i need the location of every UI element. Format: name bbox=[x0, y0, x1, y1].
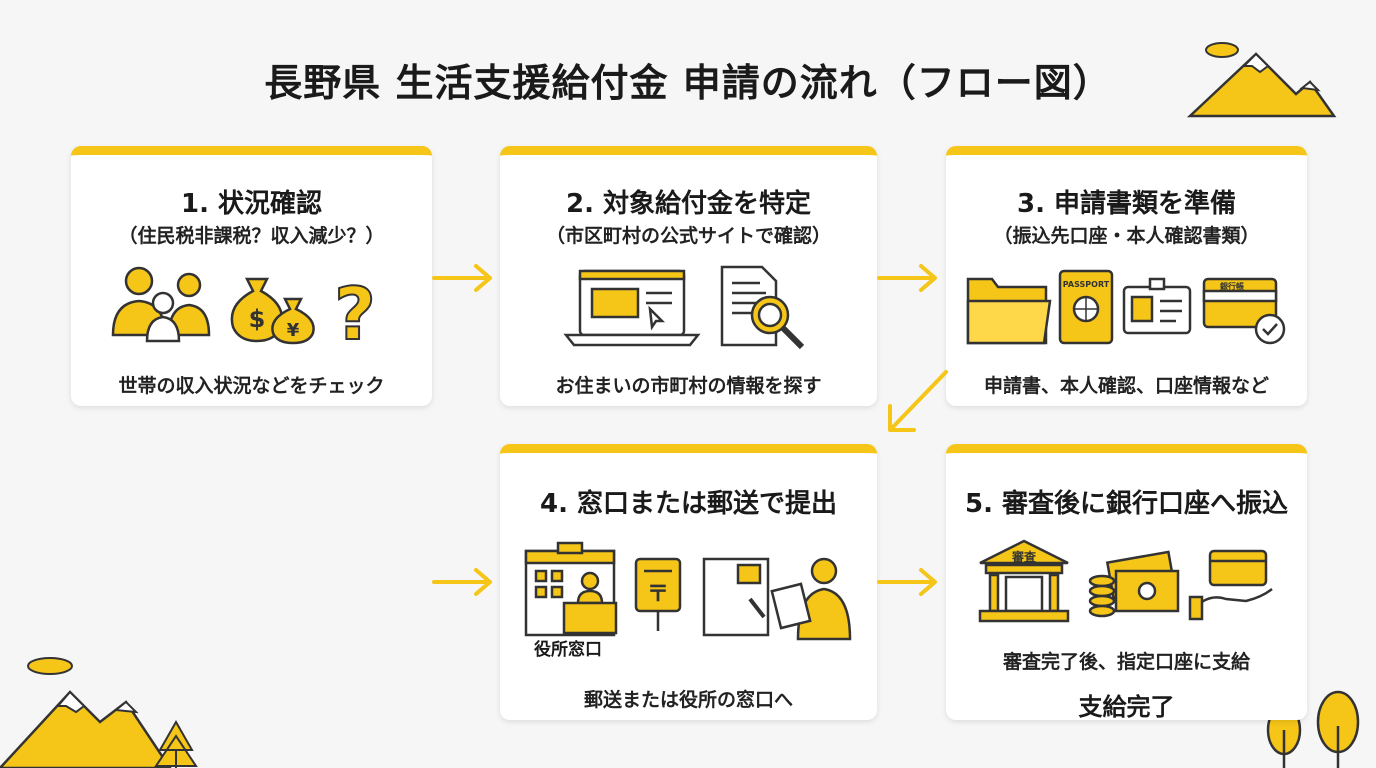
person-reading-icon bbox=[748, 557, 852, 641]
arrow-right-icon bbox=[432, 568, 492, 596]
step-card-1: 1. 状況確認 （住民税非課税？収入減少？） $ ¥ ? 世帯の収入状況などをチ… bbox=[71, 146, 432, 406]
svg-text:?: ? bbox=[334, 272, 376, 345]
step-card-4: 4. 窓口または郵送で提出 〒 bbox=[500, 444, 877, 720]
folder-icon bbox=[966, 277, 1052, 345]
bankbook-icon: 銀行帳 bbox=[1202, 277, 1286, 345]
svg-text:銀行帳: 銀行帳 bbox=[1219, 281, 1244, 291]
hand-card-icon bbox=[1188, 549, 1273, 621]
envelope-icon bbox=[702, 557, 770, 637]
step-caption: 申請書、本人確認、口座情報など bbox=[983, 375, 1269, 397]
family-icon bbox=[111, 266, 211, 343]
step-card-2: 2. 対象給付金を特定 （市区町村の公式サイトで確認） お住まいの市町村の情報を… bbox=[500, 146, 877, 406]
step-caption: お住まいの市町村の情報を探す bbox=[555, 375, 822, 397]
step-caption: 郵送または役所の窓口へ bbox=[583, 689, 793, 711]
svg-text:PASSPORT: PASSPORT bbox=[1063, 280, 1110, 289]
step-caption: 世帯の収入状況などをチェック bbox=[118, 375, 385, 397]
step-subheading: （住民税非課税？収入減少？） bbox=[118, 225, 385, 247]
passport-icon: PASSPORT bbox=[1058, 269, 1114, 345]
laptop-icon bbox=[563, 269, 701, 347]
cash-icon bbox=[1088, 550, 1180, 618]
arrow-right-icon bbox=[877, 568, 937, 596]
bank-icon: 審査 bbox=[978, 539, 1070, 623]
office-counter-icon bbox=[524, 541, 618, 637]
completion-label: 支給完了 bbox=[1078, 693, 1175, 721]
step-heading: 5. 審査後に銀行口座へ振込 bbox=[964, 489, 1289, 519]
page-title: 長野県 生活支援給付金 申請の流れ（フロー図） bbox=[264, 61, 1112, 105]
arrow-down-left-icon bbox=[888, 370, 948, 432]
arrow-right-icon bbox=[877, 264, 937, 292]
mountain-icon bbox=[1186, 42, 1337, 118]
step-card-5: 5. 審査後に銀行口座へ振込 審査 審査完了後、指定口座に支給 支給完 bbox=[946, 444, 1307, 721]
step-subheading: （市区町村の公式サイトで確認） bbox=[545, 225, 831, 247]
mountain-icon bbox=[0, 657, 198, 768]
svg-text:審査: 審査 bbox=[1011, 549, 1037, 564]
yen-symbol: ¥ bbox=[287, 320, 300, 341]
money-bags-icon: $ ¥ bbox=[230, 277, 315, 345]
office-label: 役所窓口 bbox=[534, 640, 602, 660]
question-mark-icon: ? bbox=[333, 271, 377, 345]
step-subheading: （振込先口座・本人確認書類） bbox=[993, 225, 1260, 247]
dollar-symbol: $ bbox=[249, 305, 266, 333]
step-heading: 2. 対象給付金を特定 bbox=[565, 189, 812, 219]
document-search-icon bbox=[720, 265, 805, 350]
step-caption: 審査完了後、指定口座に支給 bbox=[1002, 651, 1250, 673]
step-heading: 3. 申請書類を準備 bbox=[1016, 189, 1237, 219]
step-heading: 4. 窓口または郵送で提出 bbox=[539, 489, 838, 519]
mailbox-icon: 〒 bbox=[634, 557, 682, 631]
id-card-icon bbox=[1122, 277, 1192, 335]
svg-text:〒: 〒 bbox=[647, 582, 669, 607]
step-card-3: 3. 申請書類を準備 （振込先口座・本人確認書類） PASSPORT 銀行帳 bbox=[946, 146, 1307, 406]
step-heading: 1. 状況確認 bbox=[180, 189, 323, 219]
arrow-right-icon bbox=[432, 264, 492, 292]
